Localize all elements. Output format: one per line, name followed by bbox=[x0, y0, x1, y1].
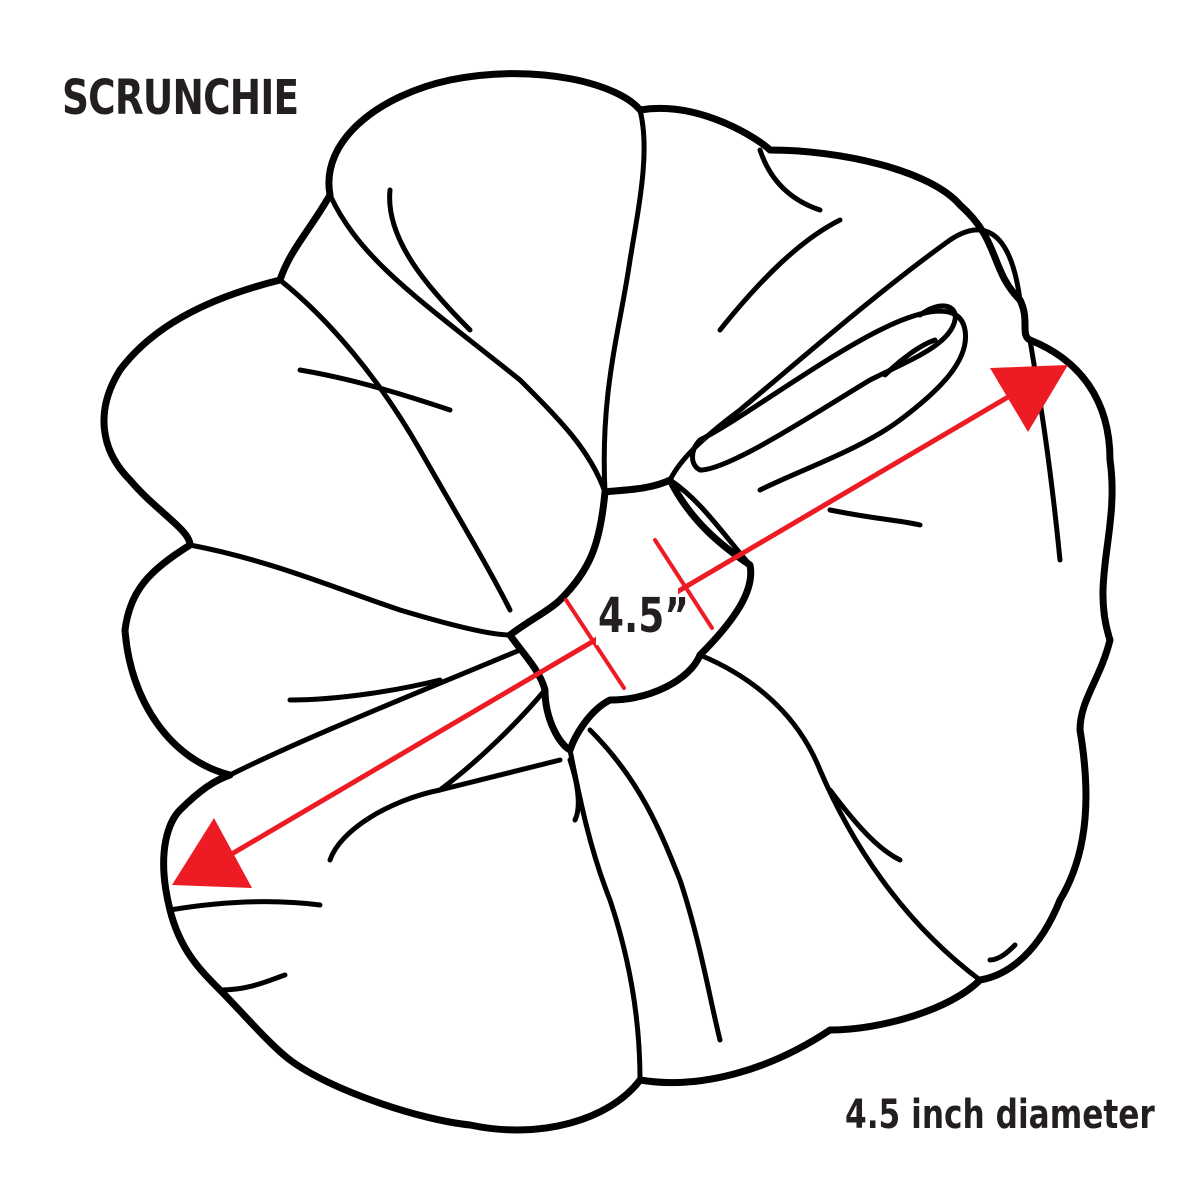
measurement-label: 4.5” bbox=[598, 588, 689, 644]
arrowhead-lower-left bbox=[172, 818, 252, 888]
diagram-title: SCRUNCHIE bbox=[62, 70, 299, 126]
fold-lines bbox=[167, 107, 1063, 1083]
diameter-caption: 4.5 inch diameter bbox=[845, 1092, 1155, 1138]
dimension-line bbox=[172, 365, 1068, 888]
tick-right bbox=[653, 538, 714, 630]
tick-left bbox=[564, 598, 626, 690]
arrowhead-upper-right bbox=[990, 365, 1068, 432]
